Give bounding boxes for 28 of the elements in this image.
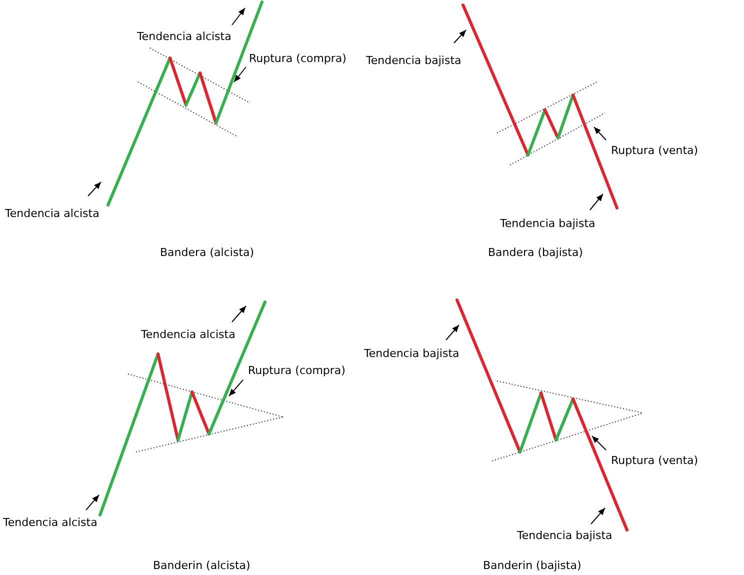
annotation-text: Tendencia bajista	[366, 54, 462, 67]
leader-arrow	[454, 30, 466, 44]
leader-arrow	[234, 66, 246, 82]
annotation-text: Tendencia alcista	[5, 207, 100, 220]
leader-arrow	[228, 380, 244, 396]
annotation-text: Tendencia bajista	[500, 217, 596, 230]
pattern-caption: Banderin (alcista)	[153, 559, 250, 572]
annotation-text: Ruptura (venta)	[611, 454, 698, 467]
leader-arrow	[446, 324, 460, 340]
leader-arrow	[232, 8, 246, 26]
annotation-text: Tendencia bajista	[364, 347, 460, 360]
leader-arrow	[592, 436, 606, 450]
leader-arrow	[594, 126, 606, 140]
pattern-caption: Bandera (bajista)	[488, 246, 583, 259]
annotation-text: Tendencia bajista	[517, 529, 612, 542]
annotation-text: Tendencia alcista	[141, 328, 236, 341]
annotation-text: Tendencia alcista	[137, 30, 232, 43]
annotation-text: Ruptura (venta)	[611, 144, 698, 157]
leader-arrow	[88, 182, 102, 196]
annotation-text: Ruptura (compra)	[249, 52, 346, 65]
leader-arrow	[86, 494, 100, 510]
pattern-caption: Bandera (alcista)	[160, 246, 254, 259]
leader-arrow	[590, 508, 606, 524]
pattern-caption: Banderin (bajista)	[483, 559, 582, 572]
annotation-text: Tendencia alcista	[3, 516, 98, 529]
leader-arrow	[590, 194, 604, 210]
leader-arrow	[232, 306, 246, 322]
annotation-text: Ruptura (compra)	[248, 364, 346, 377]
